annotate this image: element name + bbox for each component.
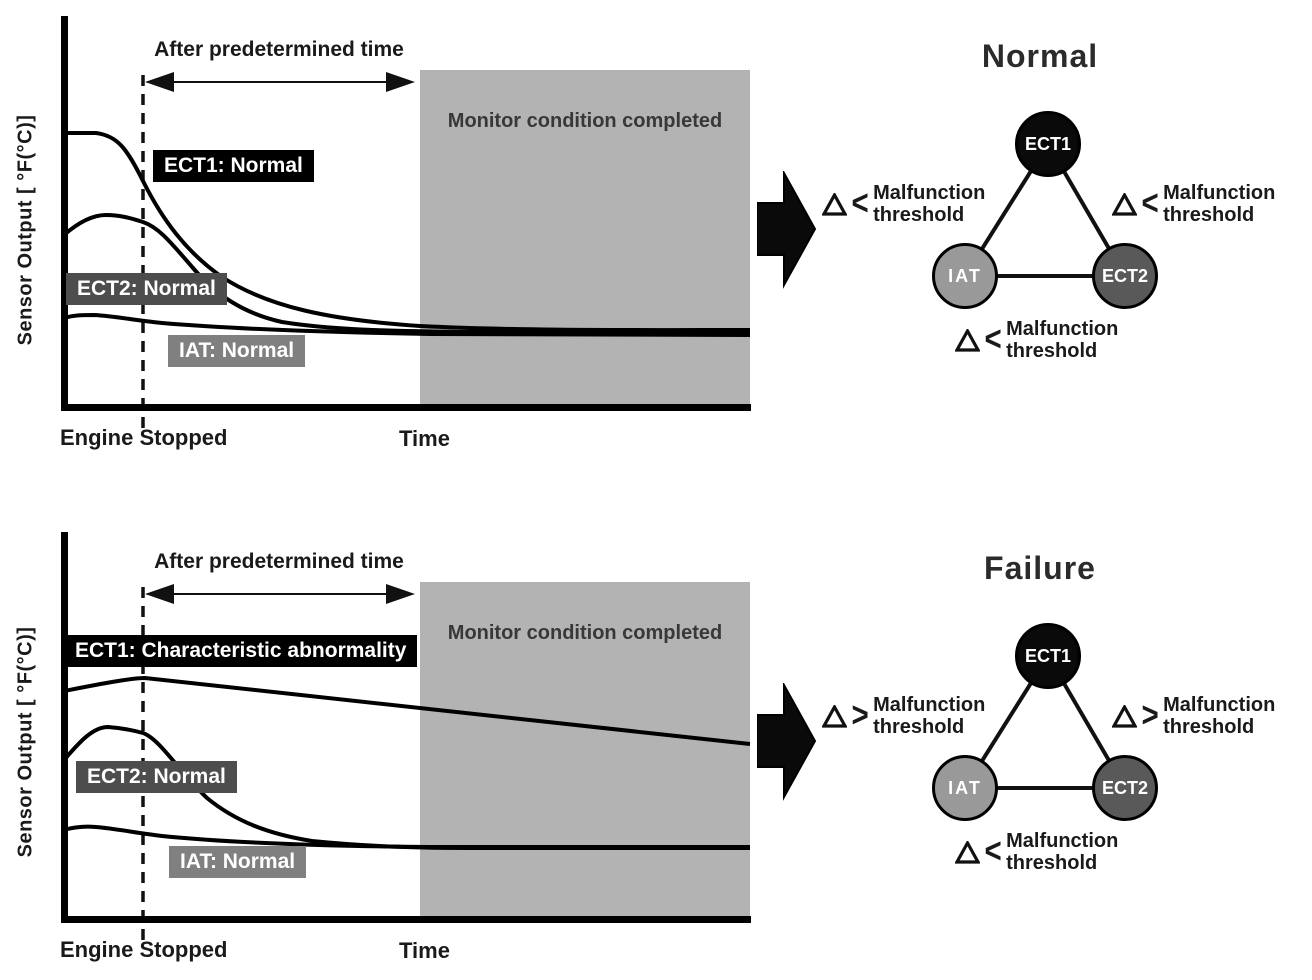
comparator: < <box>1141 181 1159 223</box>
monitor-region <box>420 582 750 917</box>
monitor-region <box>420 70 750 405</box>
ect2-series-label: ECT2: Normal <box>66 273 227 305</box>
threshold-line1: Malfunction <box>1006 830 1119 852</box>
threshold-line2: threshold <box>1163 716 1255 738</box>
node-ect2-label: ECT2 <box>1101 777 1148 798</box>
node-ect1: ECT1 <box>1015 623 1081 689</box>
threshold-bottom: < Malfunction threshold <box>955 830 1118 874</box>
arrowhead-left-icon <box>145 72 174 92</box>
engine-stopped-label: Engine Stopped <box>60 937 228 962</box>
flow-arrow-icon <box>757 683 817 801</box>
monitor-region-label: Monitor condition completed <box>447 622 723 644</box>
ect2-curve <box>62 212 750 334</box>
node-iat: IAT <box>932 243 998 309</box>
threshold-line1: Malfunction <box>873 694 986 716</box>
node-ect2: ECT2 <box>1092 243 1158 309</box>
threshold-line2: threshold <box>1163 204 1255 226</box>
failure-case-panel: Sensor Output [ °F(°C)] After predetermi… <box>0 512 1312 980</box>
ect1-curve <box>64 131 751 333</box>
failure-chart-graphic <box>61 532 1127 943</box>
node-ect2: ECT2 <box>1092 755 1158 821</box>
comparator: < <box>851 181 869 223</box>
case-title: Failure <box>984 550 1096 586</box>
x-axis <box>61 916 751 923</box>
ect1-curve <box>63 675 751 746</box>
threshold-line1: Malfunction <box>873 182 986 204</box>
y-axis <box>61 532 68 923</box>
monitor-region-label: Monitor condition completed <box>447 110 723 132</box>
threshold-line1: Malfunction <box>1006 318 1119 340</box>
threshold-line2: threshold <box>1006 340 1098 362</box>
threshold-line2: threshold <box>1006 852 1098 874</box>
time-axis-label: Time <box>399 426 450 451</box>
engine-stopped-label: Engine Stopped <box>60 425 228 450</box>
threshold-line1: Malfunction <box>1163 694 1276 716</box>
node-ect1: ECT1 <box>1015 111 1081 177</box>
node-ect1-label: ECT1 <box>1024 645 1071 666</box>
ect1-series-label: ECT1: Characteristic abnormality <box>64 635 418 667</box>
node-ect1-label: ECT1 <box>1024 133 1071 154</box>
comparator: < <box>984 829 1002 871</box>
comparator: < <box>984 317 1002 359</box>
y-axis <box>61 16 68 411</box>
node-iat-label: IAT <box>948 265 982 286</box>
threshold-text: Malfunction threshold <box>1006 318 1118 362</box>
threshold-text: Malfunction threshold <box>1006 830 1118 874</box>
threshold-line2: threshold <box>873 204 965 226</box>
iat-curve <box>63 312 751 337</box>
y-axis-label: Sensor Output [ °F(°C)] <box>14 114 37 346</box>
delta-icon <box>955 840 980 864</box>
iat-series-label: IAT: Normal <box>168 335 306 367</box>
normal-case-panel: Sensor Output [ °F(°C)] After predetermi… <box>14 16 1275 451</box>
delta-icon <box>955 328 980 352</box>
delta-icon <box>822 192 847 216</box>
comparator: > <box>851 693 869 735</box>
threshold-line2: threshold <box>873 716 965 738</box>
case-title: Normal <box>981 38 1099 74</box>
threshold-bottom: < Malfunction threshold <box>955 318 1118 362</box>
y-axis-label: Sensor Output [ °F(°C)] <box>14 626 37 858</box>
x-axis <box>61 404 751 411</box>
predetermined-time-label: After predetermined time <box>154 550 404 573</box>
delta-icon <box>1112 192 1137 216</box>
threshold-left: > Malfunction threshold <box>822 694 985 738</box>
iat-curve <box>63 824 750 849</box>
predetermined-time-arrow <box>145 584 415 604</box>
threshold-line1: Malfunction <box>1163 182 1276 204</box>
predetermined-time-label: After predetermined time <box>154 38 404 61</box>
delta-icon <box>1112 704 1137 728</box>
threshold-text: Malfunction threshold <box>873 182 985 226</box>
threshold-text: Malfunction threshold <box>1163 182 1275 226</box>
threshold-text: Malfunction threshold <box>1163 694 1275 738</box>
ect2-series-label: ECT2: Normal <box>76 761 237 793</box>
arrowhead-left-icon <box>145 584 174 604</box>
node-ect2-label: ECT2 <box>1101 265 1148 286</box>
node-iat: IAT <box>932 755 998 821</box>
flow-arrow-icon <box>757 171 817 289</box>
comparator: > <box>1141 693 1159 735</box>
predetermined-time-arrow <box>145 72 415 92</box>
threshold-left: < Malfunction threshold <box>822 182 985 226</box>
time-axis-label: Time <box>399 938 450 963</box>
threshold-right: > Malfunction threshold <box>1112 694 1275 738</box>
node-iat-label: IAT <box>948 777 982 798</box>
delta-icon <box>822 704 847 728</box>
arrowhead-right-icon <box>386 584 415 604</box>
arrowhead-right-icon <box>386 72 415 92</box>
threshold-right: < Malfunction threshold <box>1112 182 1275 226</box>
threshold-text: Malfunction threshold <box>873 694 985 738</box>
iat-series-label: IAT: Normal <box>169 846 307 878</box>
ect1-series-label: ECT1: Normal <box>153 150 314 182</box>
